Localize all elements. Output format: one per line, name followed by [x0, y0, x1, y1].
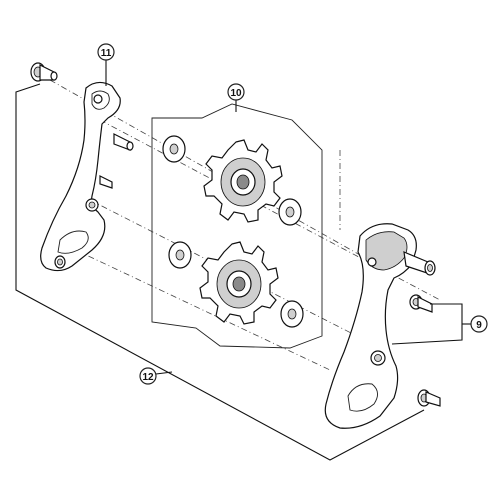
pulley-set-frame [151, 103, 323, 349]
callout-10: 10 [227, 83, 245, 101]
callout-label: 11 [101, 48, 112, 59]
cage-stop-screw [409, 294, 433, 313]
callout-label: 9 [476, 320, 482, 331]
inner-cage-plate [40, 81, 134, 272]
upper-pulley-group [162, 135, 302, 226]
leader-lines [15, 60, 471, 461]
tension-pulley [203, 139, 283, 223]
callout-label: 12 [142, 372, 154, 383]
outer-cage-plate [324, 223, 436, 429]
guide-pulley [199, 241, 279, 325]
pivot-bolt-top [30, 62, 58, 82]
lower-pulley-group [168, 241, 304, 328]
callout-label: 10 [230, 88, 242, 99]
pivot-bolt-bottom [417, 389, 441, 407]
callout-9: 9 [470, 315, 488, 333]
callout-11: 11 [97, 43, 115, 61]
callout-12: 12 [139, 367, 157, 385]
